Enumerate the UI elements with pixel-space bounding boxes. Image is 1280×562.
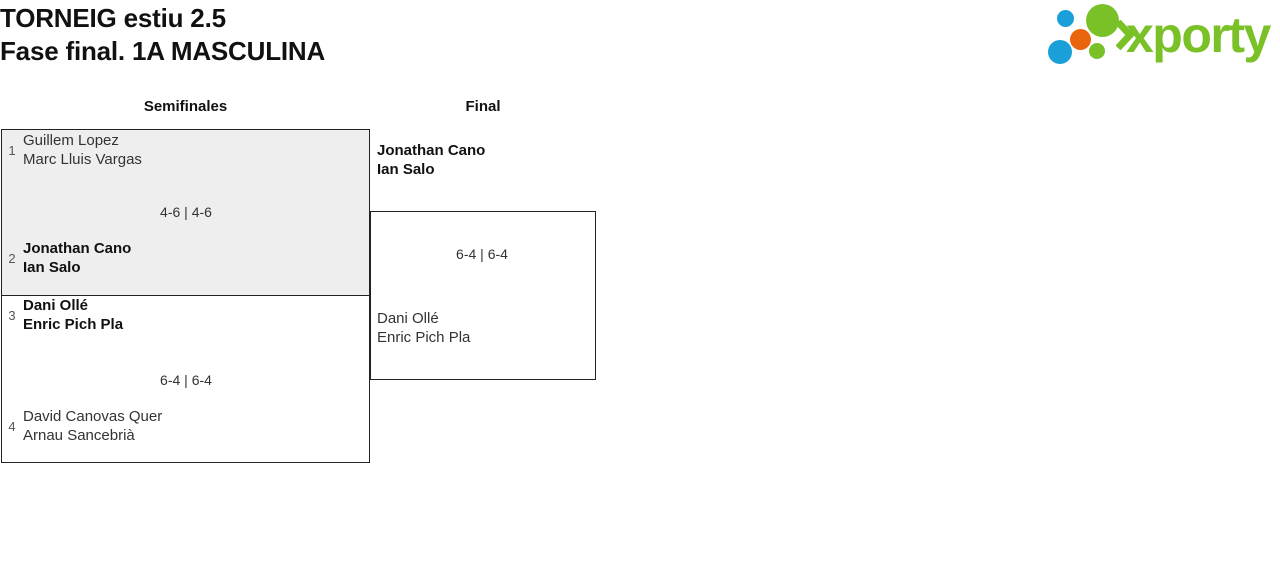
player-name: Jonathan Cano: [377, 142, 486, 159]
semifinal-2-score: 6-4 | 6-4: [160, 372, 212, 388]
player-name: Dani Ollé: [23, 297, 89, 314]
player-name: Marc Lluis Vargas: [23, 151, 142, 168]
round-header-final: Final: [465, 98, 501, 115]
semifinal-1-competitor-top[interactable]: 1 Guillem Lopez Marc Lluis Vargas: [1, 131, 142, 169]
player-name: Enric Pich Pla: [23, 316, 124, 333]
final-competitor-bottom[interactable]: Dani Ollé Enric Pich Pla: [370, 309, 470, 347]
seed-number: 4: [8, 419, 16, 434]
player-name: Guillem Lopez: [23, 132, 119, 149]
player-name: Dani Ollé: [377, 310, 439, 327]
seed-number: 2: [8, 251, 16, 266]
player-name: Enric Pich Pla: [377, 329, 471, 346]
seed-number: 1: [8, 143, 16, 158]
round-header-semifinals: Semifinales: [143, 98, 228, 115]
team-names: Jonathan Cano Ian Salo: [370, 141, 485, 179]
player-name: Ian Salo: [23, 259, 81, 276]
xporty-logo[interactable]: xporty: [1048, 2, 1274, 64]
match-final[interactable]: [370, 211, 596, 380]
team-names: David Canovas Quer Arnau Sancebrià: [23, 407, 162, 445]
page-header: TORNEIG estiu 2.5 Fase final. 1A MASCULI…: [0, 0, 1280, 88]
seed-number: 3: [8, 308, 16, 323]
logo-dot-green-large: [1086, 4, 1119, 37]
semifinal-2-competitor-bottom[interactable]: 4 David Canovas Quer Arnau Sancebrià: [1, 407, 162, 445]
final-competitor-top[interactable]: Jonathan Cano Ian Salo: [370, 141, 485, 179]
semifinal-1-competitor-bottom[interactable]: 2 Jonathan Cano Ian Salo: [1, 239, 131, 277]
semifinal-1-score: 4-6 | 4-6: [160, 204, 212, 220]
match-semifinal-2[interactable]: [1, 295, 370, 463]
logo-dot-blue-large: [1048, 40, 1072, 64]
logo-chevron-icon: [1116, 20, 1134, 50]
logo-wordmark: xporty: [1126, 7, 1271, 63]
semifinal-2-competitor-top[interactable]: 3 Dani Ollé Enric Pich Pla: [1, 296, 123, 334]
logo-dot-blue-small: [1057, 10, 1074, 27]
player-name: David Canovas Quer: [23, 408, 163, 425]
final-score: 6-4 | 6-4: [456, 246, 508, 262]
team-names: Dani Ollé Enric Pich Pla: [370, 309, 470, 347]
match-semifinal-1[interactable]: [1, 129, 370, 296]
team-names: Guillem Lopez Marc Lluis Vargas: [23, 131, 142, 169]
logo-dot-orange: [1070, 29, 1091, 50]
player-name: Ian Salo: [377, 161, 435, 178]
team-names: Dani Ollé Enric Pich Pla: [23, 296, 123, 334]
team-names: Jonathan Cano Ian Salo: [23, 239, 131, 277]
player-name: Jonathan Cano: [23, 240, 132, 257]
player-name: Arnau Sancebrià: [23, 427, 135, 444]
xporty-dots-logo: [1048, 2, 1134, 64]
tournament-name: TORNEIG estiu 2.5: [0, 3, 226, 33]
logo-dot-green-small: [1089, 43, 1105, 59]
tournament-phase: Fase final. 1A MASCULINA: [0, 36, 326, 66]
page-title: TORNEIG estiu 2.5 Fase final. 1A MASCULI…: [0, 2, 325, 68]
